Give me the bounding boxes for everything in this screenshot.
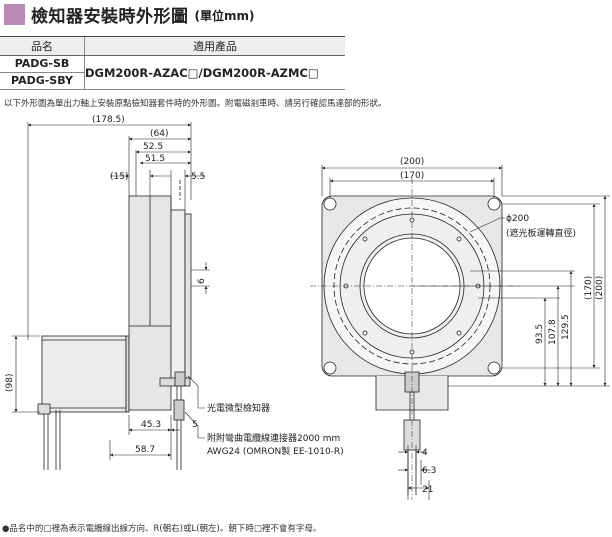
dim-5-5: 5.5: [191, 172, 205, 182]
dim-phi200-note: (遮光板運轉直徑): [506, 227, 576, 239]
header-applicable: 適用產品: [84, 36, 345, 56]
compatibility-table: 品名 適用產品 PADG-SB DGM200R-AZAC□/DGM200R-AZ…: [0, 36, 345, 90]
motor-body: [41, 335, 127, 413]
page-title: 檢知器安裝時外形圖: [31, 6, 189, 27]
dim-93-5: 93.5: [535, 324, 545, 344]
dim-51-5: 51.5: [145, 154, 165, 164]
label-connector: 附附彎曲電纜線連接器2000 mm: [207, 432, 340, 444]
dim-64: (64): [150, 129, 168, 139]
dim-4: 4: [422, 448, 428, 458]
dim-58-7: 58.7: [135, 445, 155, 455]
dim-129-5: 129.5: [561, 314, 571, 340]
table-row: PADG-SB DGM200R-AZAC□/DGM200R-AZMC□: [0, 55, 345, 90]
dim-107-8: 107.8: [548, 319, 558, 345]
applicable-cell: DGM200R-AZAC□/DGM200R-AZMC□: [84, 55, 345, 90]
dim-52-5: 52.5: [143, 142, 163, 152]
title-marker: [4, 3, 25, 25]
output-flange: [170, 209, 186, 383]
dim-170-vertical: (170): [584, 276, 594, 300]
footnote: ●品名中的□裡為表示電纜線出線方向、R(朝右)或L(朝左)。朝下時□裡不會有字母…: [2, 524, 322, 534]
dim-6: 6: [197, 278, 207, 284]
header-model: 品名: [0, 36, 85, 56]
dim-200-vertical: (200): [595, 276, 605, 300]
dim-170: (170): [400, 171, 424, 181]
dim-15: (15): [110, 172, 128, 182]
dim-21: 21: [422, 485, 433, 495]
dim-98: (98): [5, 374, 15, 392]
dim-45-3: 45.3: [141, 420, 161, 430]
table-row: PADG-SBY: [0, 72, 345, 90]
label-photo-sensor: 光電微型檢知器: [207, 402, 270, 414]
dim-6-3: 6.3: [422, 466, 436, 476]
title-unit: (單位mm): [194, 9, 255, 23]
model-cell: PADG-SBY: [0, 72, 85, 90]
table-header-row: 品名 適用產品: [0, 36, 345, 56]
dim-5: 5: [192, 420, 198, 430]
dim-total-length: (178.5): [92, 115, 125, 125]
dim-phi200: ϕ200: [506, 214, 529, 224]
title-bar: 檢知器安裝時外形圖 (單位mm): [4, 3, 255, 27]
dim-200: (200): [400, 157, 424, 167]
model-cell: PADG-SB: [0, 55, 85, 73]
photo-sensor: [174, 371, 186, 387]
drawing-note: 以下外形圖為單出力軸上安裝原點檢知器套件時的外形圖。附電磁剎車時、請另行確認馬達…: [4, 99, 387, 109]
side-view: [37, 180, 192, 470]
label-awg: AWG24 (OMRON製 EE-1010-R): [207, 445, 344, 457]
